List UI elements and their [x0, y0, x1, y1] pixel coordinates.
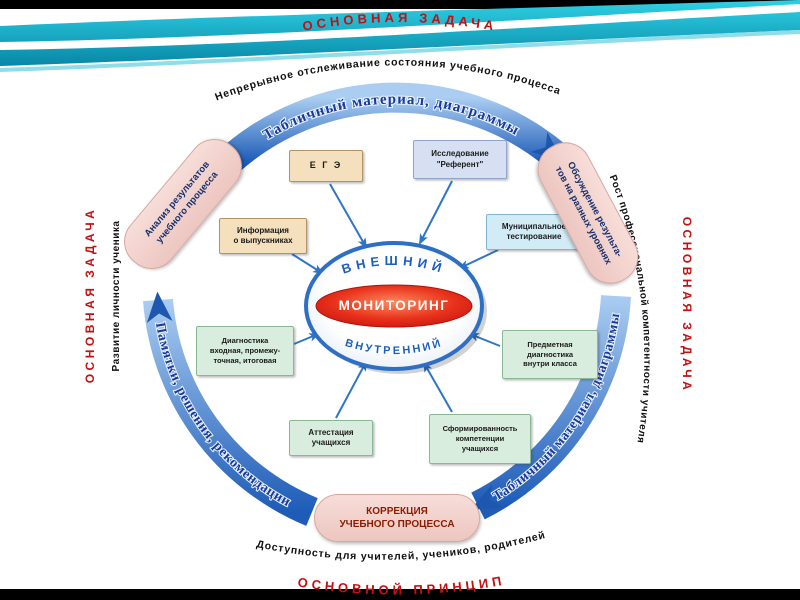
top-black-bar — [0, 0, 800, 9]
ring-arc-bottom-left — [143, 291, 318, 526]
monitoring-label: МОНИТОРИНГ — [339, 298, 450, 313]
center-arrows — [291, 180, 501, 419]
box-graduates-info: Информация о выпускниках — [219, 218, 307, 254]
arrow-attestation — [335, 360, 368, 419]
wave-light-line — [0, 30, 800, 72]
box-competence: Сформированность компетенции учащихся — [429, 414, 531, 464]
arrow-competence — [422, 361, 453, 413]
arrow-referent — [418, 180, 453, 245]
banner-left-red: ОСНОВНАЯ ЗАДАЧА — [83, 207, 97, 384]
arrow-ege — [329, 183, 368, 249]
monitoring-center: ВНЕШНИЙ МОНИТОРИНГ ВНУТРЕННИЙ — [304, 241, 487, 374]
box-diagnostics: Диагностика входная, промежу- точная, ит… — [196, 326, 294, 376]
ring-arc-bottom-right — [470, 295, 631, 520]
ring-arc-top — [217, 82, 566, 174]
capsule-correction: КОРРЕКЦИЯ УЧЕБНОГО ПРОЦЕССА — [314, 494, 480, 542]
box-subject-diagnostics: Предметная диагностика внутри класса — [502, 330, 598, 379]
box-referent: Исследование "Референт" — [413, 140, 507, 179]
monitoring-red-ellipse — [315, 284, 473, 328]
top-wave-decoration — [0, 0, 800, 72]
arrow-graduates-info — [291, 253, 324, 275]
banner-right-red: ОСНОВНАЯ ЗАДАЧА — [680, 217, 694, 394]
box-attestation: Аттестация учащихся — [289, 420, 373, 456]
wave-white-swoosh — [0, 4, 800, 50]
arrow-subject-diagnostics — [467, 333, 501, 347]
banner-left-black: Развитие личности ученика — [111, 221, 122, 372]
arrow-municipal-testing — [458, 249, 499, 269]
bottom-black-bar — [0, 589, 800, 600]
box-ege: Е Г Э — [289, 150, 363, 182]
